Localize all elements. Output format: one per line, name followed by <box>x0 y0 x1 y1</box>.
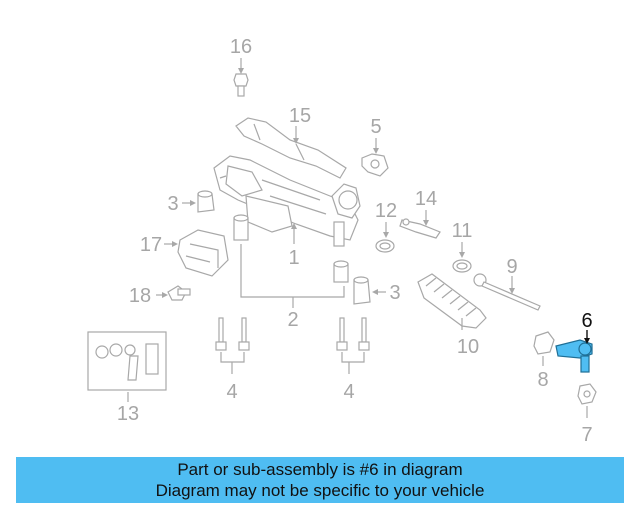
callout-8: 8 <box>537 369 548 391</box>
part-14-clip <box>399 210 441 239</box>
part-3-bushing-left <box>182 190 215 213</box>
callout-9: 9 <box>506 256 517 278</box>
callout-5: 5 <box>370 116 381 138</box>
part-12-clamp <box>375 222 395 253</box>
callout-3b: 3 <box>389 282 400 304</box>
callout-6: 6 <box>581 310 592 332</box>
callout-14: 14 <box>415 188 437 210</box>
callout-16: 16 <box>230 36 252 58</box>
callout-13: 13 <box>117 403 139 425</box>
part-8-nut <box>533 331 555 366</box>
part-18-bolt <box>156 285 191 301</box>
callout-2: 2 <box>287 309 298 331</box>
parts-diagram: 16 15 5 1 3 <box>87 36 597 446</box>
callout-4a: 4 <box>226 381 237 403</box>
info-banner: Part or sub-assembly is #6 in diagram Di… <box>16 457 624 503</box>
part-17-bracket <box>164 229 229 277</box>
callout-1: 1 <box>288 247 299 269</box>
callout-12: 12 <box>375 200 397 222</box>
callout-15: 15 <box>289 105 311 127</box>
part-4-bolts-left <box>215 317 250 374</box>
part-16-bolt <box>233 58 249 97</box>
part-7-nut <box>577 383 597 418</box>
part-11-clamp <box>452 242 472 273</box>
part-2-bushings <box>233 214 349 308</box>
callout-11: 11 <box>452 220 473 242</box>
callout-3a: 3 <box>167 193 178 215</box>
part-13-kit <box>87 331 167 402</box>
part-1-steering-gear <box>213 155 361 247</box>
banner-line-1: Part or sub-assembly is #6 in diagram <box>177 460 463 479</box>
callout-10: 10 <box>457 336 479 358</box>
callout-17: 17 <box>140 234 162 256</box>
callout-7: 7 <box>581 424 592 446</box>
callout-18: 18 <box>129 285 151 307</box>
callout-4b: 4 <box>343 381 354 403</box>
part-9-inner-tie-rod <box>473 273 541 311</box>
part-6-tie-rod-end <box>555 330 593 373</box>
banner-line-2: Diagram may not be specific to your vehi… <box>155 481 485 500</box>
part-5-bracket <box>361 138 389 177</box>
part-3-bushing-right <box>353 276 386 305</box>
part-4-bolts-right <box>336 317 370 374</box>
part-15-heat-shield <box>235 117 347 179</box>
part-10-boot <box>417 273 487 330</box>
